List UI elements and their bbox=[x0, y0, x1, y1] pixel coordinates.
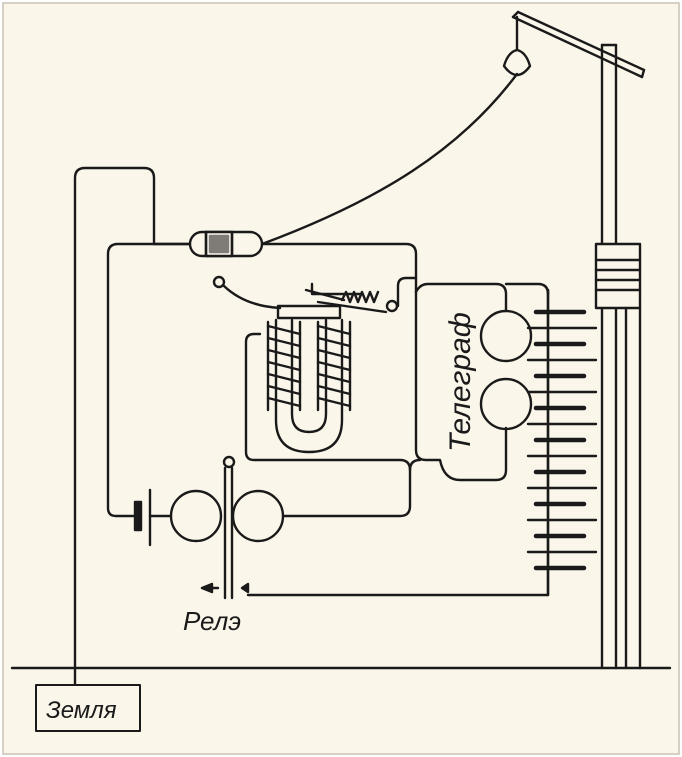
ground-box bbox=[35, 684, 141, 732]
telegraph-label: Телеграф bbox=[444, 312, 477, 452]
telegraph-coil-bottom bbox=[479, 377, 533, 431]
coherer-tube bbox=[188, 230, 264, 258]
ground-label: Земля bbox=[46, 697, 117, 724]
telegraph-coil-top bbox=[479, 309, 533, 363]
telegraph-battery bbox=[526, 288, 598, 597]
electromagnet bbox=[266, 304, 352, 454]
antenna-mast bbox=[511, 10, 646, 670]
relay-battery bbox=[133, 488, 152, 547]
antenna-wire bbox=[260, 72, 519, 246]
ground-lead bbox=[73, 166, 156, 687]
coherer-circuit-left bbox=[106, 242, 192, 518]
relay-label: Релэ bbox=[183, 606, 241, 636]
mast-clamp bbox=[594, 242, 642, 670]
tapper-lever bbox=[212, 275, 399, 314]
telegraph-circuit bbox=[414, 282, 508, 312]
tapper-circuit bbox=[244, 332, 412, 472]
